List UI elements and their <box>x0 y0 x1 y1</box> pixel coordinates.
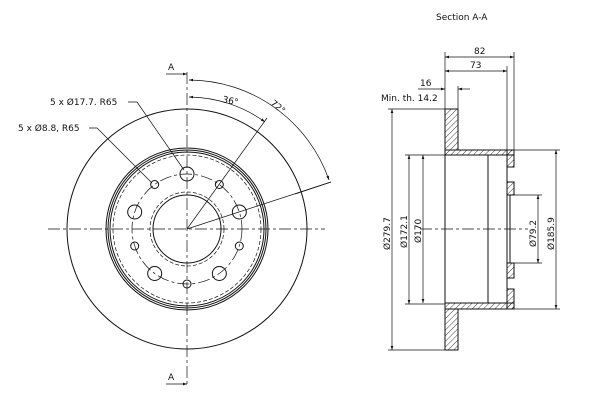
large-bolt-hole <box>211 265 227 281</box>
angle-ray-36 <box>186 117 268 230</box>
flange-bottom <box>444 308 459 351</box>
angle-72-arc <box>188 78 330 181</box>
large-bolt-hole <box>147 265 163 281</box>
dim-185-9: Ø185.9 <box>546 217 557 250</box>
hat-wall-top <box>444 149 515 156</box>
dim-172-1: Ø172.1 <box>399 215 410 248</box>
section-view: Section A-A 82 73 <box>381 13 560 351</box>
hub-face-3 <box>506 262 515 279</box>
flange-top <box>444 108 459 151</box>
angle-72-label: 72° <box>268 99 287 117</box>
hat-wall-bottom <box>444 302 515 310</box>
angle-ray-72-ext <box>294 181 332 195</box>
dim-16: 16 <box>420 79 432 89</box>
dim-82: 82 <box>474 47 485 57</box>
hub-face-4 <box>506 288 515 310</box>
large-bolt-hole <box>231 204 247 220</box>
small-holes-label: 5 x Ø8.8, R65 <box>18 123 80 134</box>
dim-279-7: Ø279.7 <box>382 217 393 250</box>
hub-face-2 <box>506 181 515 196</box>
section-label-top: A <box>168 63 175 73</box>
dim-170: Ø170 <box>413 218 424 243</box>
section-label-bottom: A <box>168 373 175 383</box>
small-holes-leader <box>89 127 153 184</box>
section-title: Section A-A <box>436 13 488 23</box>
hub-face-1 <box>506 149 515 168</box>
dim-73: 73 <box>470 61 481 71</box>
large-holes-leader <box>128 101 185 171</box>
angle-36-label: 36° <box>221 95 239 108</box>
front-view: A A 36° 72° 5 x Ø17.7. R65 5 x Ø8.8, R65 <box>18 63 332 386</box>
small-bolt-hole <box>130 241 140 251</box>
large-bolt-hole <box>127 204 143 220</box>
large-holes-label: 5 x Ø17.7. R65 <box>50 97 117 108</box>
min-thickness: Min. th. 14.2 <box>381 94 438 104</box>
dim-79-2: Ø79.2 <box>528 220 539 247</box>
small-bolt-hole <box>234 241 244 251</box>
small-bolt-hole <box>214 180 224 190</box>
small-bolt-hole <box>150 180 160 190</box>
